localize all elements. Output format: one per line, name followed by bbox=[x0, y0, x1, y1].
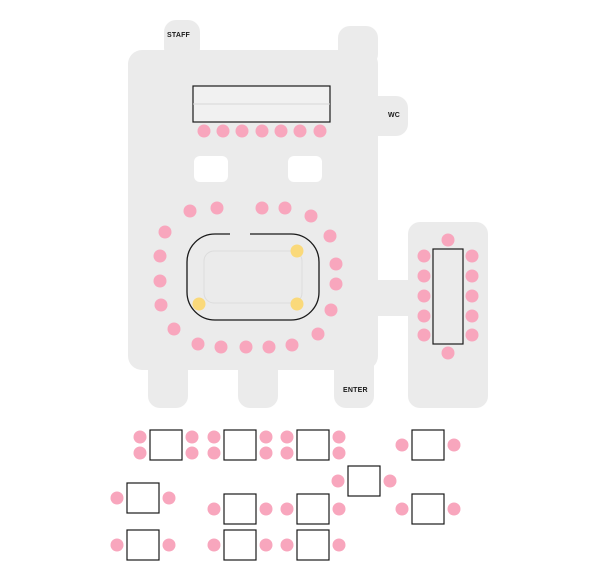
counter-seat-20[interactable] bbox=[158, 225, 172, 239]
wc-label: WC bbox=[388, 112, 401, 119]
two-top-table-6[interactable] bbox=[296, 493, 330, 525]
four-top-table-3[interactable] bbox=[296, 429, 330, 461]
four-top-1-seat-4[interactable] bbox=[185, 446, 199, 460]
two-top-1-seat-1[interactable] bbox=[395, 438, 409, 452]
side-seat-left-5[interactable] bbox=[417, 328, 431, 342]
two-top-3-seat-2[interactable] bbox=[162, 491, 176, 505]
two-top-3-seat-1[interactable] bbox=[110, 491, 124, 505]
two-top-8-seat-1[interactable] bbox=[207, 538, 221, 552]
counter-seat-7[interactable] bbox=[329, 257, 343, 271]
four-top-1-seat-3[interactable] bbox=[185, 430, 199, 444]
counter-seat-selected-2[interactable] bbox=[192, 297, 206, 311]
long-bar-table[interactable] bbox=[192, 85, 331, 123]
two-top-6-seat-1[interactable] bbox=[280, 502, 294, 516]
bar-seat-3[interactable] bbox=[235, 124, 249, 138]
counter-seat-12[interactable] bbox=[262, 340, 276, 354]
side-seat-left-2[interactable] bbox=[417, 269, 431, 283]
two-top-table-4[interactable] bbox=[411, 493, 445, 525]
four-top-2-seat-3[interactable] bbox=[259, 430, 273, 444]
two-top-7-seat-1[interactable] bbox=[110, 538, 124, 552]
two-top-table-7[interactable] bbox=[126, 529, 160, 561]
two-top-9-seat-2[interactable] bbox=[332, 538, 346, 552]
four-top-table-2[interactable] bbox=[223, 429, 257, 461]
two-top-table-2[interactable] bbox=[347, 465, 381, 497]
two-top-7-seat-2[interactable] bbox=[162, 538, 176, 552]
side-seat-left-4[interactable] bbox=[417, 309, 431, 323]
four-top-2-seat-4[interactable] bbox=[259, 446, 273, 460]
counter-seat-4[interactable] bbox=[278, 201, 292, 215]
counter-seat-3[interactable] bbox=[255, 201, 269, 215]
counter-seat-6[interactable] bbox=[323, 229, 337, 243]
side-seat-right-3[interactable] bbox=[465, 289, 479, 303]
four-top-3-seat-1[interactable] bbox=[280, 430, 294, 444]
four-top-1-seat-2[interactable] bbox=[133, 446, 147, 460]
round-counter[interactable] bbox=[186, 228, 320, 321]
counter-seat-8[interactable] bbox=[329, 277, 343, 291]
four-top-2-seat-2[interactable] bbox=[207, 446, 221, 460]
two-top-table-5[interactable] bbox=[223, 493, 257, 525]
bar-seat-5[interactable] bbox=[274, 124, 288, 138]
side-seat-left-1[interactable] bbox=[417, 249, 431, 263]
counter-seat-13[interactable] bbox=[239, 340, 253, 354]
counter-seat-14[interactable] bbox=[214, 340, 228, 354]
side-seat-right-4[interactable] bbox=[465, 309, 479, 323]
two-top-6-seat-2[interactable] bbox=[332, 502, 346, 516]
pillars bbox=[194, 156, 322, 182]
pillar-right bbox=[288, 156, 322, 182]
two-top-5-seat-1[interactable] bbox=[207, 502, 221, 516]
two-top-4-seat-1[interactable] bbox=[395, 502, 409, 516]
counter-seat-15[interactable] bbox=[191, 337, 205, 351]
counter-seat-19[interactable] bbox=[153, 249, 167, 263]
side-seat-right-5[interactable] bbox=[465, 328, 479, 342]
bar-seat-1[interactable] bbox=[197, 124, 211, 138]
two-top-table-1[interactable] bbox=[411, 429, 445, 461]
seats bbox=[110, 124, 479, 552]
bar-seat-7[interactable] bbox=[313, 124, 327, 138]
counter-seat-18[interactable] bbox=[153, 274, 167, 288]
bar-seat-4[interactable] bbox=[255, 124, 269, 138]
two-top-5-seat-2[interactable] bbox=[259, 502, 273, 516]
four-top-table-1[interactable] bbox=[149, 429, 183, 461]
counter-seat-5[interactable] bbox=[304, 209, 318, 223]
two-top-4-seat-2[interactable] bbox=[447, 502, 461, 516]
counter-seat-16[interactable] bbox=[167, 322, 181, 336]
two-top-table-3[interactable] bbox=[126, 482, 160, 514]
counter-seat-selected-1[interactable] bbox=[290, 244, 304, 258]
side-seat-right-2[interactable] bbox=[465, 269, 479, 283]
four-top-3-seat-4[interactable] bbox=[332, 446, 346, 460]
side-long-table[interactable] bbox=[432, 248, 464, 345]
two-top-1-seat-2[interactable] bbox=[447, 438, 461, 452]
counter-seat-selected-3[interactable] bbox=[290, 297, 304, 311]
two-top-8-seat-2[interactable] bbox=[259, 538, 273, 552]
two-top-table-9[interactable] bbox=[296, 529, 330, 561]
counter-seat-11[interactable] bbox=[285, 338, 299, 352]
pillar-left bbox=[194, 156, 228, 182]
bottom-tables bbox=[126, 429, 445, 561]
enter-label: ENTER bbox=[343, 387, 368, 394]
two-top-table-8[interactable] bbox=[223, 529, 257, 561]
counter-seat-10[interactable] bbox=[311, 327, 325, 341]
side-seat-left-3[interactable] bbox=[417, 289, 431, 303]
two-top-2-seat-2[interactable] bbox=[383, 474, 397, 488]
four-top-2-seat-1[interactable] bbox=[207, 430, 221, 444]
counter-seat-1[interactable] bbox=[183, 204, 197, 218]
two-top-9-seat-1[interactable] bbox=[280, 538, 294, 552]
four-top-3-seat-2[interactable] bbox=[280, 446, 294, 460]
counter-seat-9[interactable] bbox=[324, 303, 338, 317]
bar-seat-2[interactable] bbox=[216, 124, 230, 138]
side-seat-top[interactable] bbox=[441, 233, 455, 247]
staff-label: STAFF bbox=[167, 32, 191, 39]
counter-seat-17[interactable] bbox=[154, 298, 168, 312]
side-seat-right-1[interactable] bbox=[465, 249, 479, 263]
four-top-3-seat-3[interactable] bbox=[332, 430, 346, 444]
bar-seat-6[interactable] bbox=[293, 124, 307, 138]
side-seat-bottom[interactable] bbox=[441, 346, 455, 360]
counter-seat-2[interactable] bbox=[210, 201, 224, 215]
four-top-1-seat-1[interactable] bbox=[133, 430, 147, 444]
two-top-2-seat-1[interactable] bbox=[331, 474, 345, 488]
